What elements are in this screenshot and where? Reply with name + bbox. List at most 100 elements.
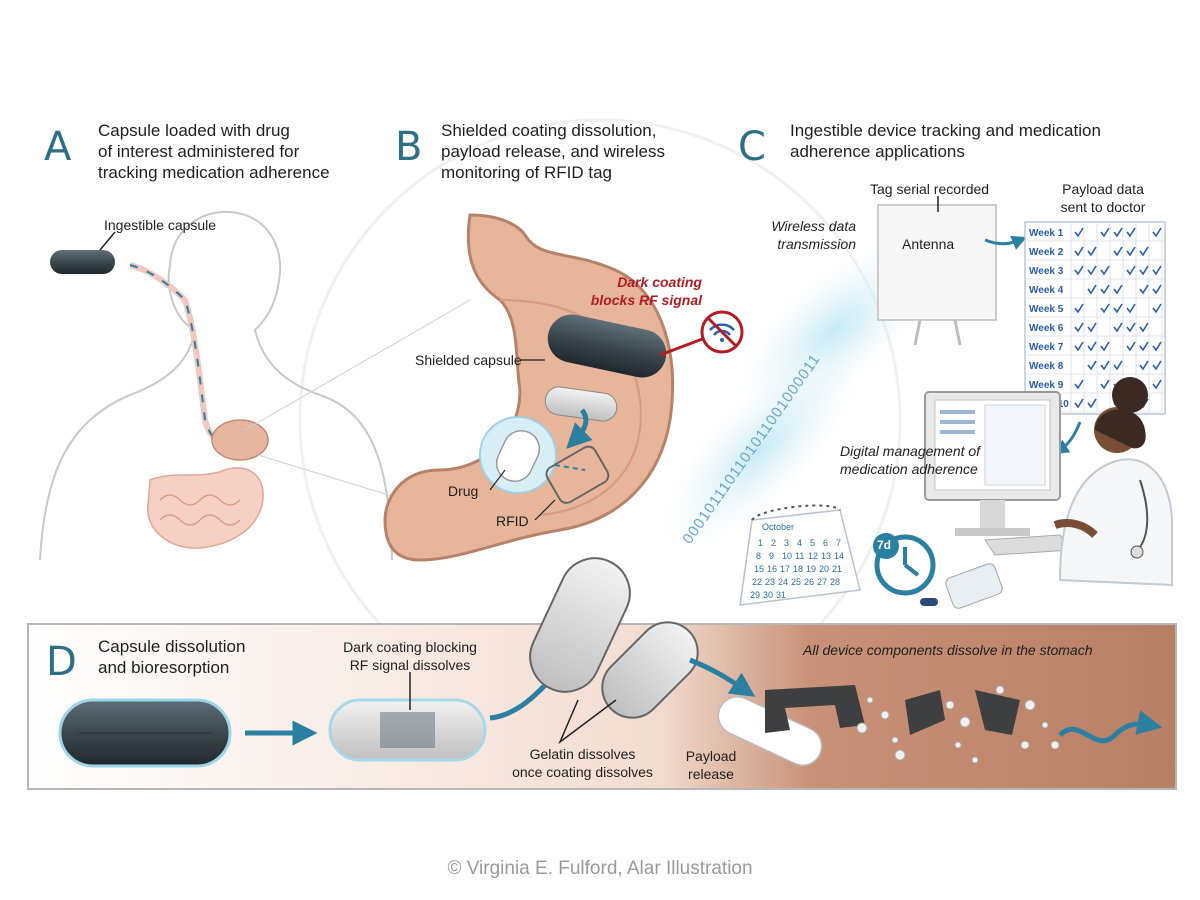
stomach-dissolve-note: All device components dissolve in the st… [803, 642, 1093, 658]
check-mark [1087, 398, 1097, 409]
calendar-day: 15 [754, 564, 764, 574]
calendar-day: 17 [780, 564, 790, 574]
check-mark [1074, 398, 1084, 409]
week-label: Week 8 [1029, 361, 1064, 372]
blocked-signal-label: Dark coating blocks RF signal [590, 274, 702, 308]
check-mark [1126, 322, 1136, 333]
check-mark [1087, 265, 1097, 276]
check-mark [1113, 303, 1123, 314]
check-mark [1152, 341, 1162, 352]
timer-label: 7d [877, 538, 892, 552]
week-label: Week 1 [1029, 228, 1064, 239]
calendar-day: 5 [810, 538, 815, 548]
antenna-label: Antenna [902, 236, 955, 252]
descent-arrow [566, 408, 593, 449]
check-mark [1087, 322, 1097, 333]
check-mark [1087, 360, 1097, 371]
calendar-day: 31 [776, 590, 786, 600]
calendar-day: 25 [791, 577, 801, 587]
debris-particle [995, 685, 1005, 695]
week-label: Week 5 [1029, 304, 1064, 315]
ingestible-capsule-a [50, 250, 115, 274]
check-mark [1139, 246, 1149, 257]
debris-particle [894, 749, 906, 761]
antenna-panel [877, 196, 997, 346]
gelatin-leader-line [558, 699, 617, 745]
gelatin-dissolves-label: Gelatin dissolves once coating dissolves [512, 746, 653, 780]
check-mark [1113, 227, 1123, 238]
check-mark [1152, 227, 1162, 238]
debris-particle [954, 741, 962, 749]
calendar-day: 26 [804, 577, 814, 587]
rfid-fragment-2 [905, 690, 945, 735]
rfid-tag [545, 445, 610, 504]
calendar-day: 2 [771, 538, 776, 548]
calendar-day: 10 [782, 551, 792, 561]
check-mark [1126, 227, 1136, 238]
drug-pill [495, 429, 541, 483]
intestine-coils [159, 494, 241, 526]
check-mark [1113, 322, 1123, 333]
calendar-day: 27 [817, 577, 827, 587]
no-wifi-icon [700, 310, 744, 354]
drug-label: Drug [448, 483, 479, 499]
check-mark [1100, 341, 1110, 352]
check-mark [1100, 284, 1110, 295]
rfid-fragment-3 [975, 690, 1020, 735]
gelatin-capsule-1 [529, 557, 631, 693]
dissolving-capsule [544, 386, 618, 422]
body-outline [39, 210, 393, 561]
debris-particle [891, 736, 899, 744]
check-mark [1074, 322, 1084, 333]
dissolving-debris [856, 685, 1060, 764]
panel-b-title: Shielded coating dissolution, payload re… [441, 121, 665, 182]
debris-particle [971, 756, 979, 764]
debris-particle [856, 722, 868, 734]
wireless-transmission-label: Wireless data transmission [771, 218, 856, 252]
calendar-day: 7 [836, 538, 841, 548]
calendar-day: 20 [819, 564, 829, 574]
check-mark [1113, 360, 1123, 371]
debris-particle [959, 716, 971, 728]
calendar-day: 16 [767, 564, 777, 574]
panel-b-letter: B [395, 124, 423, 170]
shielded-capsule-label: Shielded capsule [415, 352, 522, 368]
debris-particle [1020, 740, 1030, 750]
calendar-day: 1 [758, 538, 763, 548]
arrow-d3 [689, 657, 756, 697]
calendar-day: 24 [778, 577, 788, 587]
doctor-figure [1053, 377, 1173, 587]
check-mark [1100, 379, 1110, 390]
panel-d-title: Capsule dissolution and bioresorption [98, 637, 246, 677]
monitor-icon [924, 391, 1061, 536]
panel-c-title: Ingestible device tracking and medicatio… [790, 121, 1101, 161]
check-mark [1100, 303, 1110, 314]
keyboard [984, 534, 1071, 556]
check-mark [1126, 265, 1136, 276]
sheet-to-monitor-arrow [1053, 421, 1082, 454]
check-mark [1152, 360, 1162, 371]
check-mark [1087, 284, 1097, 295]
check-mark [1074, 341, 1084, 352]
check-mark [1100, 227, 1110, 238]
calendar-day: 3 [784, 538, 789, 548]
check-mark [1139, 360, 1149, 371]
calendar-day: 4 [797, 538, 802, 548]
intestines [147, 467, 264, 549]
check-mark [1126, 303, 1136, 314]
check-mark [1074, 303, 1084, 314]
calendar-day: 12 [808, 551, 818, 561]
week-label: Week 3 [1029, 266, 1064, 277]
check-mark [1139, 265, 1149, 276]
check-mark [1139, 322, 1149, 333]
blocked-signal-line [659, 336, 706, 357]
antenna-to-sheet-arrow [984, 235, 1027, 250]
check-mark [1139, 284, 1149, 295]
check-mark [1152, 265, 1162, 276]
week-label: Week 7 [1029, 342, 1064, 353]
check-mark [1074, 246, 1084, 257]
check-mark [1100, 360, 1110, 371]
calendar-day: 6 [823, 538, 828, 548]
calendar-month: October [762, 522, 794, 532]
